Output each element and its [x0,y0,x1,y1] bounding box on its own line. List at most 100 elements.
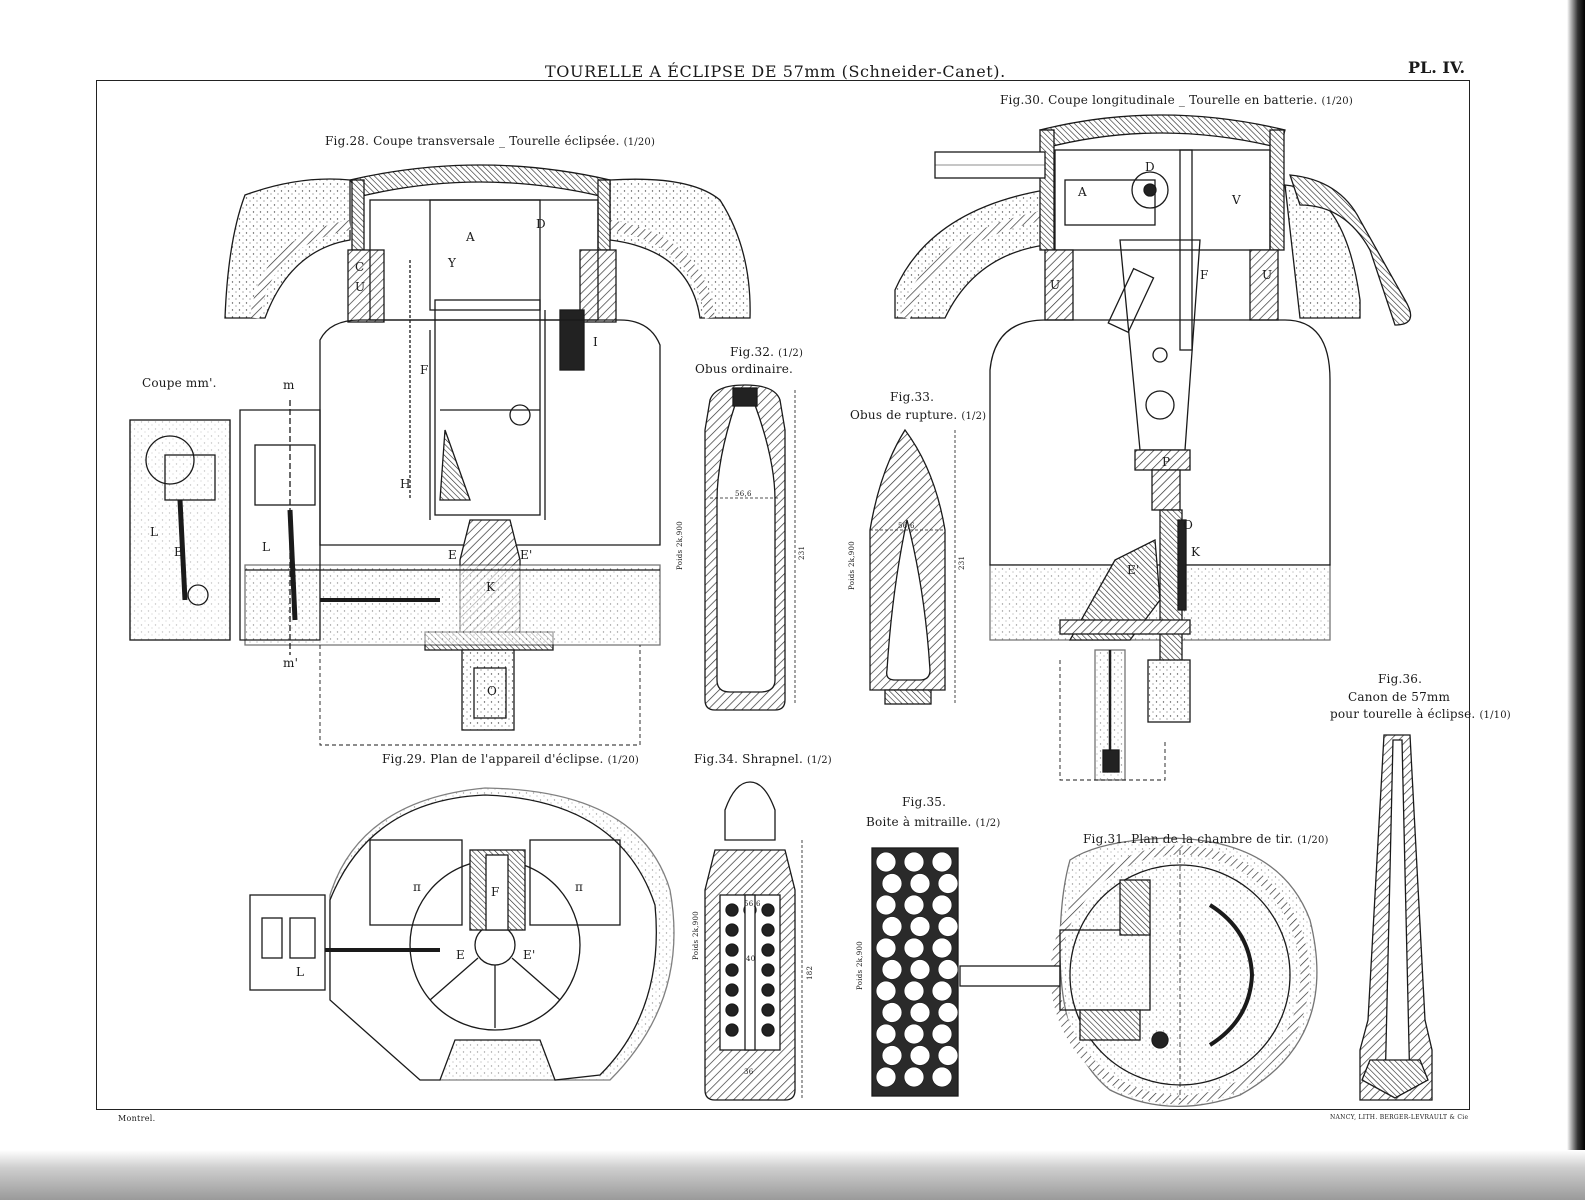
fig36-caption: Fig.36. [1378,672,1423,686]
canister-ball [937,1045,959,1066]
label-f-fig30: F [1200,268,1209,282]
label-h: H [400,477,411,491]
label-pi-left: π [413,880,422,894]
fig32-weight: Poids 2k,900 [676,520,684,570]
label-b: B [174,545,184,559]
canister-ball [909,1045,931,1066]
label-y: Y [448,256,457,270]
label-e1: E' [520,548,533,562]
fig33-subcaption: Obus de rupture. (1/2) [850,408,987,422]
canister-ball [931,1023,953,1045]
canister-ball [937,1002,959,1023]
engraver-credit: Montrel. [118,1114,156,1123]
label-u2-fig30: U [1262,268,1273,282]
label-e-fig30: E' [1127,563,1140,577]
printer-credit: NANCY, LITH. BERGER-LEVRAULT & Cie [1330,1114,1469,1121]
fig34-weight: Poids 2k,900 [692,910,700,960]
canister-ball [875,1023,897,1045]
label-a: A [466,230,475,244]
canister-ball [875,1066,897,1088]
canister-ball [903,937,925,959]
fig33-weight: Poids 2k,900 [848,540,856,590]
fig29-drawing [249,787,675,1081]
fig33-length: 231 [958,555,966,570]
label-f-fig29: F [491,885,500,899]
fig30-drawing [894,114,1412,781]
label-a-fig30: A [1078,185,1087,199]
canister-ball [931,851,953,873]
canister-ball [937,959,959,980]
label-v: V [1232,193,1241,207]
fig36-cannon-drawing [1359,734,1433,1101]
label-pi-right: π [575,880,584,894]
fig35-weight: Poids 2k,900 [856,940,864,990]
canister-ball [903,851,925,873]
canister-ball [909,959,931,980]
label-u: U [355,280,366,294]
plate-number: PL. IV. [1408,58,1466,77]
fig35-box-drawing [871,847,959,1097]
label-k-fig30: K [1191,545,1201,559]
fig30-caption: Fig.30. Coupe longitudinale _ Tourelle e… [1000,93,1353,107]
canister-ball [937,916,959,937]
label-d-fig30: D [1145,160,1155,174]
fig34-inner: 40 [746,955,756,963]
coupe-mm-caption: Coupe mm'. [142,376,217,390]
label-u-fig30: U [1050,278,1061,292]
label-m1: m' [283,656,299,670]
fig33-caption: Fig.33. [890,390,935,404]
canister-ball [881,959,903,980]
fig34-caption: Fig.34. Shrapnel. (1/2) [694,752,832,766]
fig33-shell-drawing [869,428,956,705]
label-e-fig29: E [456,948,465,962]
label-f: F [420,363,429,377]
canister-ball [931,894,953,916]
canister-ball [909,1002,931,1023]
canister-ball [903,894,925,916]
canister-ball [881,1045,903,1066]
fig29-caption: Fig.29. Plan de l'appareil d'éclipse. (1… [382,752,640,766]
canister-ball [903,1023,925,1045]
label-c: C [355,260,365,274]
label-e: E [448,548,457,562]
label-e1-fig29: E' [523,948,536,962]
canister-ball [931,980,953,1002]
plate-border [96,80,1470,1110]
fig32-caption: Fig.32. (1/2) [730,345,804,359]
fig36-subcaption2: pour tourelle à éclipse. (1/10) [1330,707,1511,721]
plate-title: TOURELLE A ÉCLIPSE DE 57mm (Schneider-Ca… [545,62,1006,81]
label-k: K [486,580,496,594]
fig32-width: 56,6 [735,490,752,498]
fig34-width: 56,6 [744,900,761,908]
scan-edge-right [1567,0,1585,1200]
fig33-width: 56,6 [898,522,915,530]
label-d: D [536,217,546,231]
fig36-subcaption: Canon de 57mm [1348,690,1451,704]
canister-ball [881,916,903,937]
fig32-length: 231 [798,545,806,560]
canister-ball [931,937,953,959]
fig31-drawing [959,837,1318,1107]
fig34-shell-drawing [704,781,803,1101]
fig34-base: 36 [744,1068,754,1076]
label-o-fig30: O [1183,518,1194,532]
fig35-subcaption: Boite à mitraille. (1/2) [866,815,1001,829]
canister-ball [937,873,959,894]
canister-ball [909,916,931,937]
canister-ball [903,980,925,1002]
canister-ball [875,980,897,1002]
fig28-drawing [129,164,751,746]
canister-ball [875,894,897,916]
label-l2: L [262,540,271,554]
fig32-shell-drawing [704,384,796,711]
canister-ball [909,873,931,894]
canister-ball [881,1002,903,1023]
label-p: P [1162,455,1171,469]
canister-ball [903,1066,925,1088]
fig35-caption: Fig.35. [902,795,947,809]
fig28-caption: Fig.28. Coupe transversale _ Tourelle éc… [325,134,656,148]
label-i: I [593,335,598,349]
label-l: L [150,525,159,539]
label-m: m [283,378,295,392]
